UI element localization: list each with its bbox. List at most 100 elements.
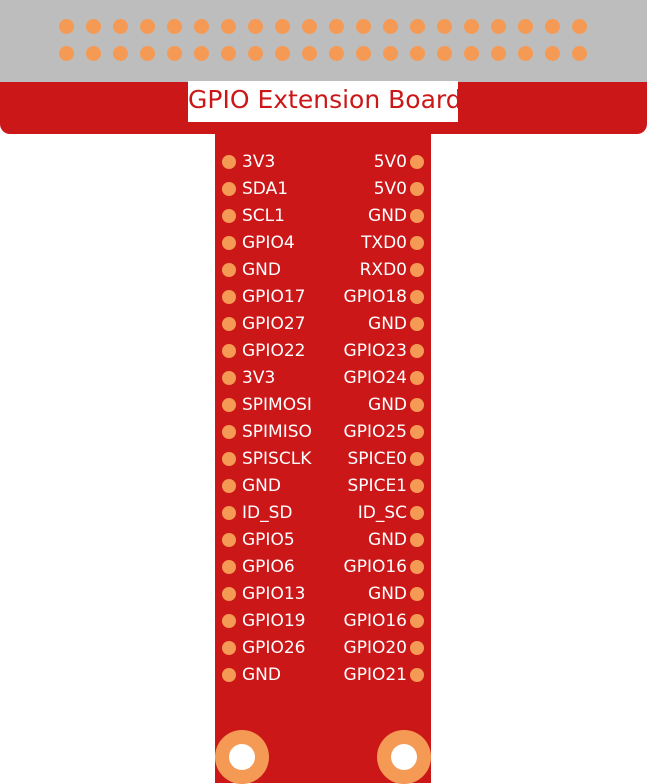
header-pin: [221, 46, 236, 61]
pin-label-left: GPIO6: [242, 557, 295, 577]
pin-dot-left: [222, 182, 236, 196]
pin-label-right: GPIO21: [343, 665, 407, 685]
pin-dot-left: [222, 668, 236, 682]
header-pin: [383, 46, 398, 61]
pin-label-left: GPIO26: [242, 638, 306, 658]
mounting-hole-right: [377, 730, 431, 784]
pin-label-left: GPIO22: [242, 341, 306, 361]
pin-dot-right: [410, 668, 424, 682]
pin-dot-left: [222, 479, 236, 493]
pin-dot-right: [410, 263, 424, 277]
pin-label-right: GND: [368, 206, 407, 226]
header-pin: [356, 19, 371, 34]
header-pin: [518, 19, 533, 34]
header-pin: [275, 19, 290, 34]
header-pin: [59, 46, 74, 61]
pin-row: 3V3 5V0: [215, 149, 431, 176]
pin-label-right: GPIO16: [343, 557, 407, 577]
pin-label-left: GND: [242, 260, 281, 280]
board-title: GPIO Extension Board: [188, 81, 462, 122]
header-pin: [275, 46, 290, 61]
pin-label-right: 5V0: [373, 152, 407, 172]
pin-label-right: GND: [368, 314, 407, 334]
header-pin: [464, 19, 479, 34]
header-pin: [302, 46, 317, 61]
pin-dot-left: [222, 614, 236, 628]
pin-row: SDA1 5V0: [215, 176, 431, 203]
header-pin: [167, 46, 182, 61]
pin-dot-right: [410, 182, 424, 196]
header-pin: [248, 19, 263, 34]
header-pin: [194, 19, 209, 34]
pin-dot-left: [222, 263, 236, 277]
board-stem: [215, 133, 431, 783]
header-pin: [329, 46, 344, 61]
pin-dot-right: [410, 641, 424, 655]
pin-label-right: GPIO18: [343, 287, 407, 307]
pin-dot-left: [222, 344, 236, 358]
pin-label-left: ID_SD: [242, 503, 293, 523]
pin-label-left: GND: [242, 476, 281, 496]
pin-dot-right: [410, 560, 424, 574]
pin-label-left: GPIO27: [242, 314, 306, 334]
pin-row: GND RXD0: [215, 257, 431, 284]
header-pin: [86, 46, 101, 61]
pin-dot-right: [410, 479, 424, 493]
pin-dot-left: [222, 209, 236, 223]
header-pin: [437, 19, 452, 34]
header-pin: [410, 19, 425, 34]
pin-label-left: SPIMOSI: [242, 395, 312, 415]
pin-dot-left: [222, 155, 236, 169]
pin-dot-left: [222, 371, 236, 385]
gpio-header-connector: [0, 0, 647, 82]
pin-dot-right: [410, 425, 424, 439]
pin-dot-left: [222, 560, 236, 574]
pin-label-left: GPIO4: [242, 233, 295, 253]
pin-label-left: SPIMISO: [242, 422, 312, 442]
pin-dot-right: [410, 614, 424, 628]
pin-label-right: GPIO24: [343, 368, 407, 388]
pin-dot-right: [410, 236, 424, 250]
mounting-hole-left: [215, 730, 269, 784]
pin-label-left: SDA1: [242, 179, 289, 199]
header-pin: [329, 19, 344, 34]
header-pin: [437, 46, 452, 61]
pin-label-right: GPIO20: [343, 638, 407, 658]
pin-label-right: RXD0: [359, 260, 407, 280]
pin-label-left: GPIO13: [242, 584, 306, 604]
pin-label-left: SCL1: [242, 206, 285, 226]
header-pin: [491, 19, 506, 34]
pin-label-left: GPIO17: [242, 287, 306, 307]
header-pin: [518, 46, 533, 61]
header-pin: [221, 19, 236, 34]
pin-dot-right: [410, 533, 424, 547]
pin-dot-right: [410, 344, 424, 358]
header-pin: [383, 19, 398, 34]
pin-row: GPIO6 GPIO16: [215, 554, 431, 581]
pin-row: GPIO26 GPIO20: [215, 635, 431, 662]
header-pin: [572, 19, 587, 34]
pin-dot-right: [410, 317, 424, 331]
pin-row: GPIO17 GPIO18: [215, 284, 431, 311]
header-pin: [194, 46, 209, 61]
pin-label-right: 5V0: [373, 179, 407, 199]
pin-dot-left: [222, 317, 236, 331]
pin-dot-right: [410, 155, 424, 169]
pin-label-left: GPIO19: [242, 611, 306, 631]
pin-label-left: 3V3: [242, 152, 276, 172]
header-pin: [545, 46, 560, 61]
header-pin: [167, 19, 182, 34]
pin-label-left: SPISCLK: [242, 449, 312, 469]
pin-dot-left: [222, 290, 236, 304]
pin-dot-right: [410, 371, 424, 385]
pin-dot-right: [410, 290, 424, 304]
pin-label-right: GPIO16: [343, 611, 407, 631]
